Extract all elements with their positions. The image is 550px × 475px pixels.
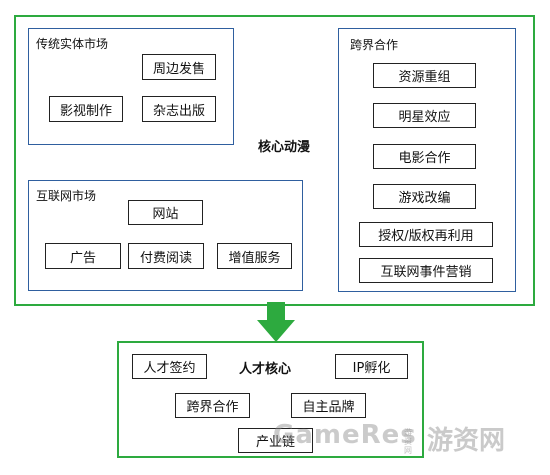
traditional-market-frame [28, 28, 234, 145]
merch-sales-box: 周边发售 [142, 54, 216, 80]
paid-reading-box: 付费阅读 [128, 243, 204, 269]
internet-market-frame [28, 180, 303, 291]
film-production-box: 影视制作 [49, 96, 123, 122]
crossover-cooperation-box: 跨界合作 [175, 393, 250, 418]
traditional-market-title: 传统实体市场 [36, 37, 109, 51]
game-adaptation-box: 游戏改编 [373, 184, 476, 209]
talent-core-label: 人才核心 [239, 362, 292, 377]
licensing-reuse-box: 授权/版权再利用 [359, 222, 493, 247]
talent-signing-box: 人才签约 [132, 354, 207, 379]
talent-core-frame [117, 341, 424, 458]
resource-restructuring-box: 资源重组 [373, 63, 476, 88]
internet-market-title: 互联网市场 [36, 189, 97, 203]
website-box: 网站 [128, 200, 203, 225]
industry-chain-box: 产业链 [238, 428, 313, 453]
advertising-box: 广告 [45, 243, 121, 269]
crossover-title: 跨界合作 [350, 38, 399, 52]
core-animation-label: 核心动漫 [258, 140, 311, 155]
watermark-small: 游资网 [404, 428, 412, 455]
watermark-cn: 游资网 [427, 426, 506, 456]
internet-event-marketing-box: 互联网事件营销 [359, 258, 493, 283]
ip-incubation-box: IP孵化 [335, 354, 408, 379]
star-effect-box: 明星效应 [373, 103, 476, 128]
down-arrow-icon [257, 302, 295, 342]
crossover-frame [338, 28, 516, 292]
watermark-latin: GameRes [273, 420, 417, 450]
value-added-service-box: 增值服务 [217, 243, 292, 269]
film-cooperation-box: 电影合作 [373, 144, 476, 169]
own-brand-box: 自主品牌 [291, 393, 366, 418]
magazine-publishing-box: 杂志出版 [142, 96, 216, 122]
